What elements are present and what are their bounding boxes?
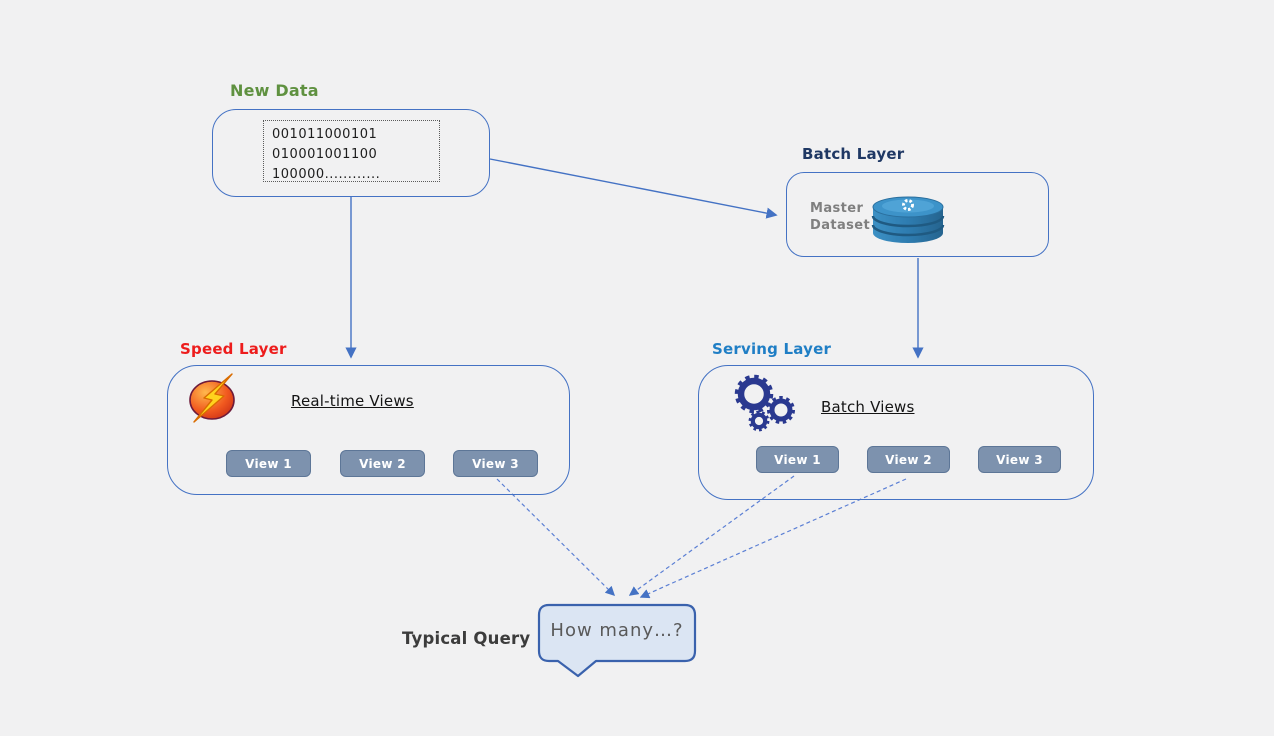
speed-view-2-button: View 2 (340, 450, 425, 477)
serving-view-1-button: View 1 (756, 446, 839, 473)
database-icon (871, 196, 945, 243)
serving-layer-box (698, 365, 1094, 500)
new-data-box (212, 109, 490, 197)
serving-view-3-button: View 3 (978, 446, 1061, 473)
query-bubble-text: How many…? (550, 619, 684, 641)
gears-icon (734, 374, 796, 432)
batch-views-title: Batch Views (821, 398, 915, 416)
realtime-views-title: Real-time Views (291, 392, 414, 410)
batch-layer-label: Batch Layer (802, 145, 905, 163)
batch-layer-box (786, 172, 1049, 257)
arrow-newdata-to-batch (489, 158, 778, 219)
serving-layer-label: Serving Layer (712, 340, 832, 358)
binary-line-1: 001011000101 (272, 127, 378, 142)
speed-layer-label: Speed Layer (180, 340, 287, 358)
lightning-icon (189, 373, 235, 423)
binary-line-2: 010001001100 (272, 147, 378, 162)
speed-view-3-button: View 3 (453, 450, 538, 477)
query-bubble (537, 603, 697, 678)
serving-view-2-button: View 2 (867, 446, 950, 473)
binary-line-3: 100000............ (272, 167, 381, 182)
speed-layer-box (167, 365, 570, 495)
speed-view-1-button: View 1 (226, 450, 311, 477)
new-data-label: New Data (230, 81, 319, 100)
master-dataset-label: Master Dataset (810, 201, 871, 233)
typical-query-label: Typical Query (402, 629, 531, 648)
binary-data-box: 001011000101 010001001100 100000........… (263, 120, 440, 182)
arrow-speedview3-to-query (496, 478, 616, 597)
